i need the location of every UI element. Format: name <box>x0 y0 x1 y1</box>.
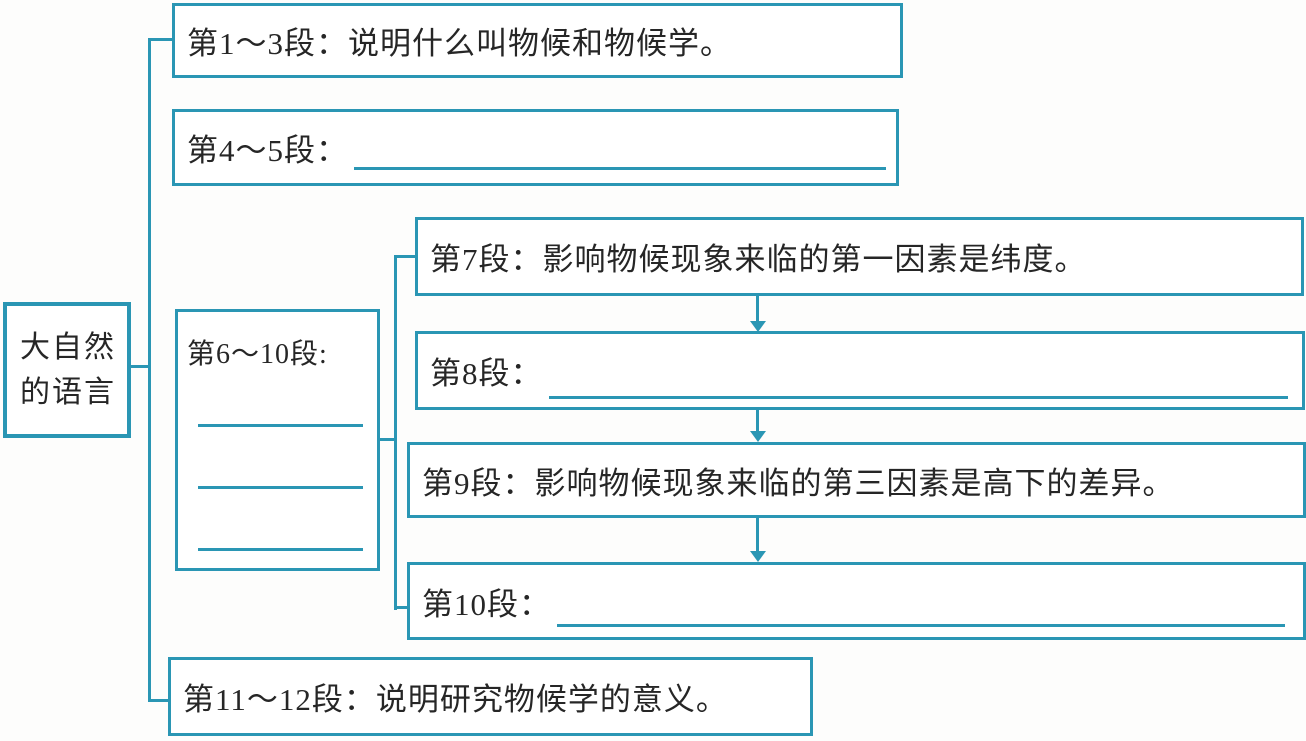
node-p4-5: 第4～5段： <box>172 109 899 186</box>
connector-trunk-vertical <box>148 38 151 702</box>
connector-trunk-to-p1-3 <box>150 38 172 41</box>
node-p10: 第10段： <box>407 562 1306 640</box>
p6-10-blank-underline-1 <box>198 424 363 427</box>
node-p8: 第8段： <box>415 331 1305 410</box>
p11-12-label: 第11～12段： <box>183 682 376 717</box>
root-title-line2: 的语言 <box>20 376 116 409</box>
arrowhead-down-icon <box>750 431 766 442</box>
p6-10-label: 第6～10段: <box>187 339 328 370</box>
p1-3-label: 第1～3段： <box>187 26 348 61</box>
arrow-shaft <box>756 410 759 432</box>
connector-bracket-to-p7 <box>396 255 415 258</box>
p9-text: 影响物候现象来临的第三因素是高下的差异。 <box>534 465 1175 501</box>
p11-12-text: 说明研究物候学的意义。 <box>375 682 728 717</box>
arrow-down-p8-to-p9 <box>750 410 766 442</box>
node-p1-3: 第1～3段： 说明什么叫物候和物候学。 <box>172 3 903 78</box>
node-p9: 第9段： 影响物候现象来临的第三因素是高下的差异。 <box>407 442 1306 518</box>
p10-label: 第10段： <box>422 586 551 622</box>
connector-bracket-vertical <box>394 255 397 610</box>
node-p11-12: 第11～12段： 说明研究物候学的意义。 <box>168 657 813 736</box>
p7-label: 第7段： <box>430 242 543 277</box>
p10-blank-underline <box>557 624 1285 627</box>
arrow-down-p7-to-p8 <box>750 296 766 332</box>
p8-label: 第8段： <box>430 356 543 391</box>
p7-text: 影响物候现象来临的第一因素是纬度。 <box>542 242 1087 277</box>
p4-5-blank-underline <box>354 167 886 170</box>
p6-10-blank-underline-3 <box>198 548 363 551</box>
node-p7: 第7段： 影响物候现象来临的第一因素是纬度。 <box>415 217 1304 296</box>
arrow-shaft <box>756 296 759 322</box>
node-p6-10: 第6～10段: <box>175 309 380 571</box>
p8-blank-underline <box>548 396 1288 399</box>
connector-root-to-trunk <box>129 365 149 368</box>
p1-3-text: 说明什么叫物候和物候学。 <box>348 26 732 61</box>
arrowhead-down-icon <box>750 551 766 562</box>
root-title-line1: 大自然 <box>20 331 116 364</box>
node-root-title: 大自然 的语言 <box>3 302 131 438</box>
arrow-down-p9-to-p10 <box>750 518 766 562</box>
connector-p6-10-to-bracket <box>379 438 395 441</box>
arrow-shaft <box>756 518 759 552</box>
connector-trunk-to-p11-12 <box>150 699 168 702</box>
p6-10-blank-underline-2 <box>198 486 363 489</box>
connector-bracket-to-p10 <box>396 606 408 609</box>
p4-5-label: 第4～5段： <box>187 133 348 168</box>
arrowhead-down-icon <box>750 321 766 332</box>
p9-label: 第9段： <box>422 465 535 501</box>
